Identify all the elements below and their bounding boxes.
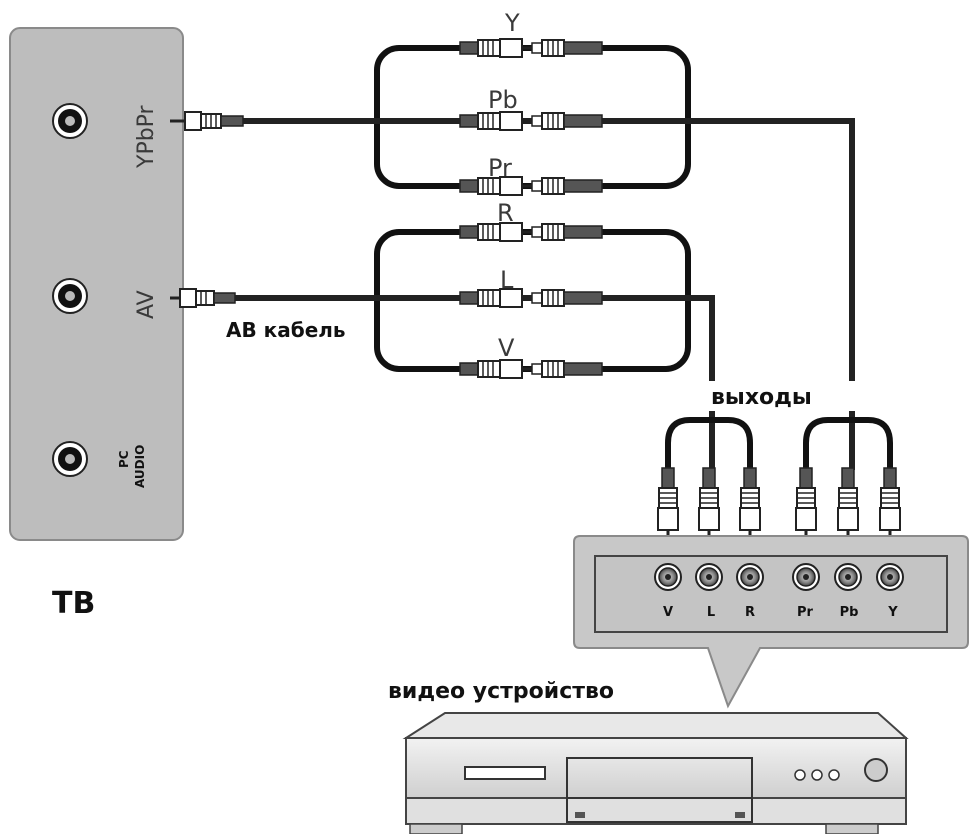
tv-av-jack [52,278,88,314]
device-jack-r: R [736,563,764,620]
device-jack-pb: Pb [834,563,862,620]
device-jack-label-l: L [707,605,715,620]
cable-label-pb: Pb [488,86,518,114]
tv-pc-audio-label-line1: PC [117,450,131,468]
tv-ypbpr-label: YPbPr [134,104,159,169]
tv-av-label: AV [134,290,159,319]
cable-label-y: Y [504,9,520,37]
plug-r [739,467,761,544]
device-caption: видео устройство [388,679,614,704]
connector-r [459,222,603,242]
device-jack-label-v: V [663,605,673,620]
device-jack-pr: Pr [792,563,820,620]
component-main-cable [243,118,855,470]
cable-label-l: L [500,266,514,294]
connector-pr [459,176,603,196]
connector-v [459,359,603,379]
cable-label-v: V [498,334,515,362]
device-jack-label-y: Y [887,605,898,620]
tv-pc-audio-label-line2: AUDIO [133,445,147,488]
plug-pb [837,467,859,544]
tv-ypbpr-jack [52,103,88,139]
outputs-left-bundle [665,417,753,470]
plug-l [698,467,720,544]
cable-label-r: R [497,199,514,227]
connector-y [459,38,603,58]
device-jack-label-pr: Pr [797,605,814,620]
device-jack-label-r: R [745,605,755,620]
cable-connectors [459,38,603,379]
tv-label: ТВ [52,586,95,621]
device-jack-panel [573,535,969,709]
plug-v [657,467,679,544]
dvd-player-icon [402,712,909,834]
av-main-cable [235,295,715,470]
device-jack-label-pb: Pb [840,605,859,620]
tv-panel: YPbPr AV PC AUDIO [9,27,184,541]
device-jack-l: L [695,563,723,620]
plug-pr [795,467,817,544]
av-cable-label: АВ кабель [226,318,346,342]
connector-l [459,288,603,308]
device-jacks: V L R Pr Pb Y [654,563,904,620]
device-jack-v: V [654,563,682,620]
plug-y [879,467,901,544]
tv-av-plug [170,288,236,308]
device-output-plugs [657,467,901,544]
tv-ypbpr-plug [170,111,244,131]
cable-label-pr: Pr [488,154,512,182]
outputs-right-bundle [803,417,893,470]
connector-pb [459,111,603,131]
outputs-label: выходы [711,385,812,410]
device-jack-y: Y [876,563,904,620]
tv-pc-audio-jack [52,441,88,477]
